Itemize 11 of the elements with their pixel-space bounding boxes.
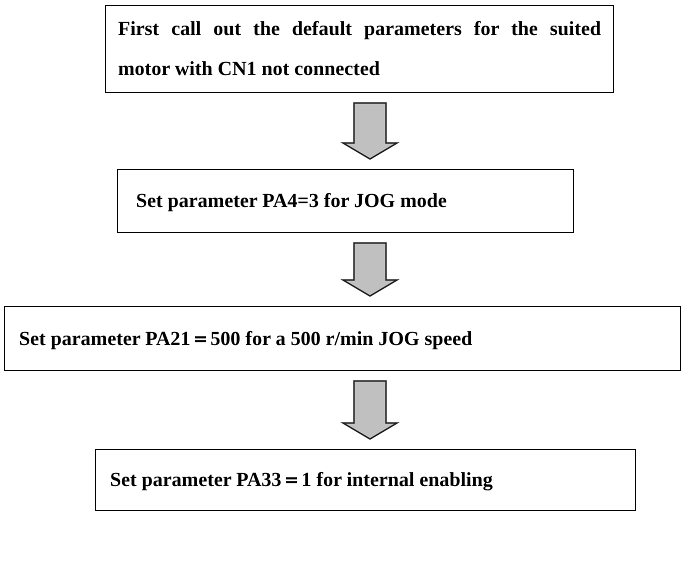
step-text: Set parameter PA33＝1 for internal enabling <box>110 468 494 492</box>
step-text: First call out the default parameters for the suited motor with CN1 not connected <box>118 17 601 82</box>
process-box <box>117 169 574 233</box>
process-box <box>105 5 614 93</box>
step-text: Set parameter PA21＝500 for a 500 r/min JOG speed <box>19 326 474 350</box>
process-box <box>95 449 636 511</box>
process-box <box>4 306 681 371</box>
block-arrow <box>340 242 400 297</box>
block-arrow <box>340 102 400 160</box>
block-arrow <box>340 380 400 440</box>
step-text: Set parameter PA4=3 for JOG mode <box>136 189 448 213</box>
